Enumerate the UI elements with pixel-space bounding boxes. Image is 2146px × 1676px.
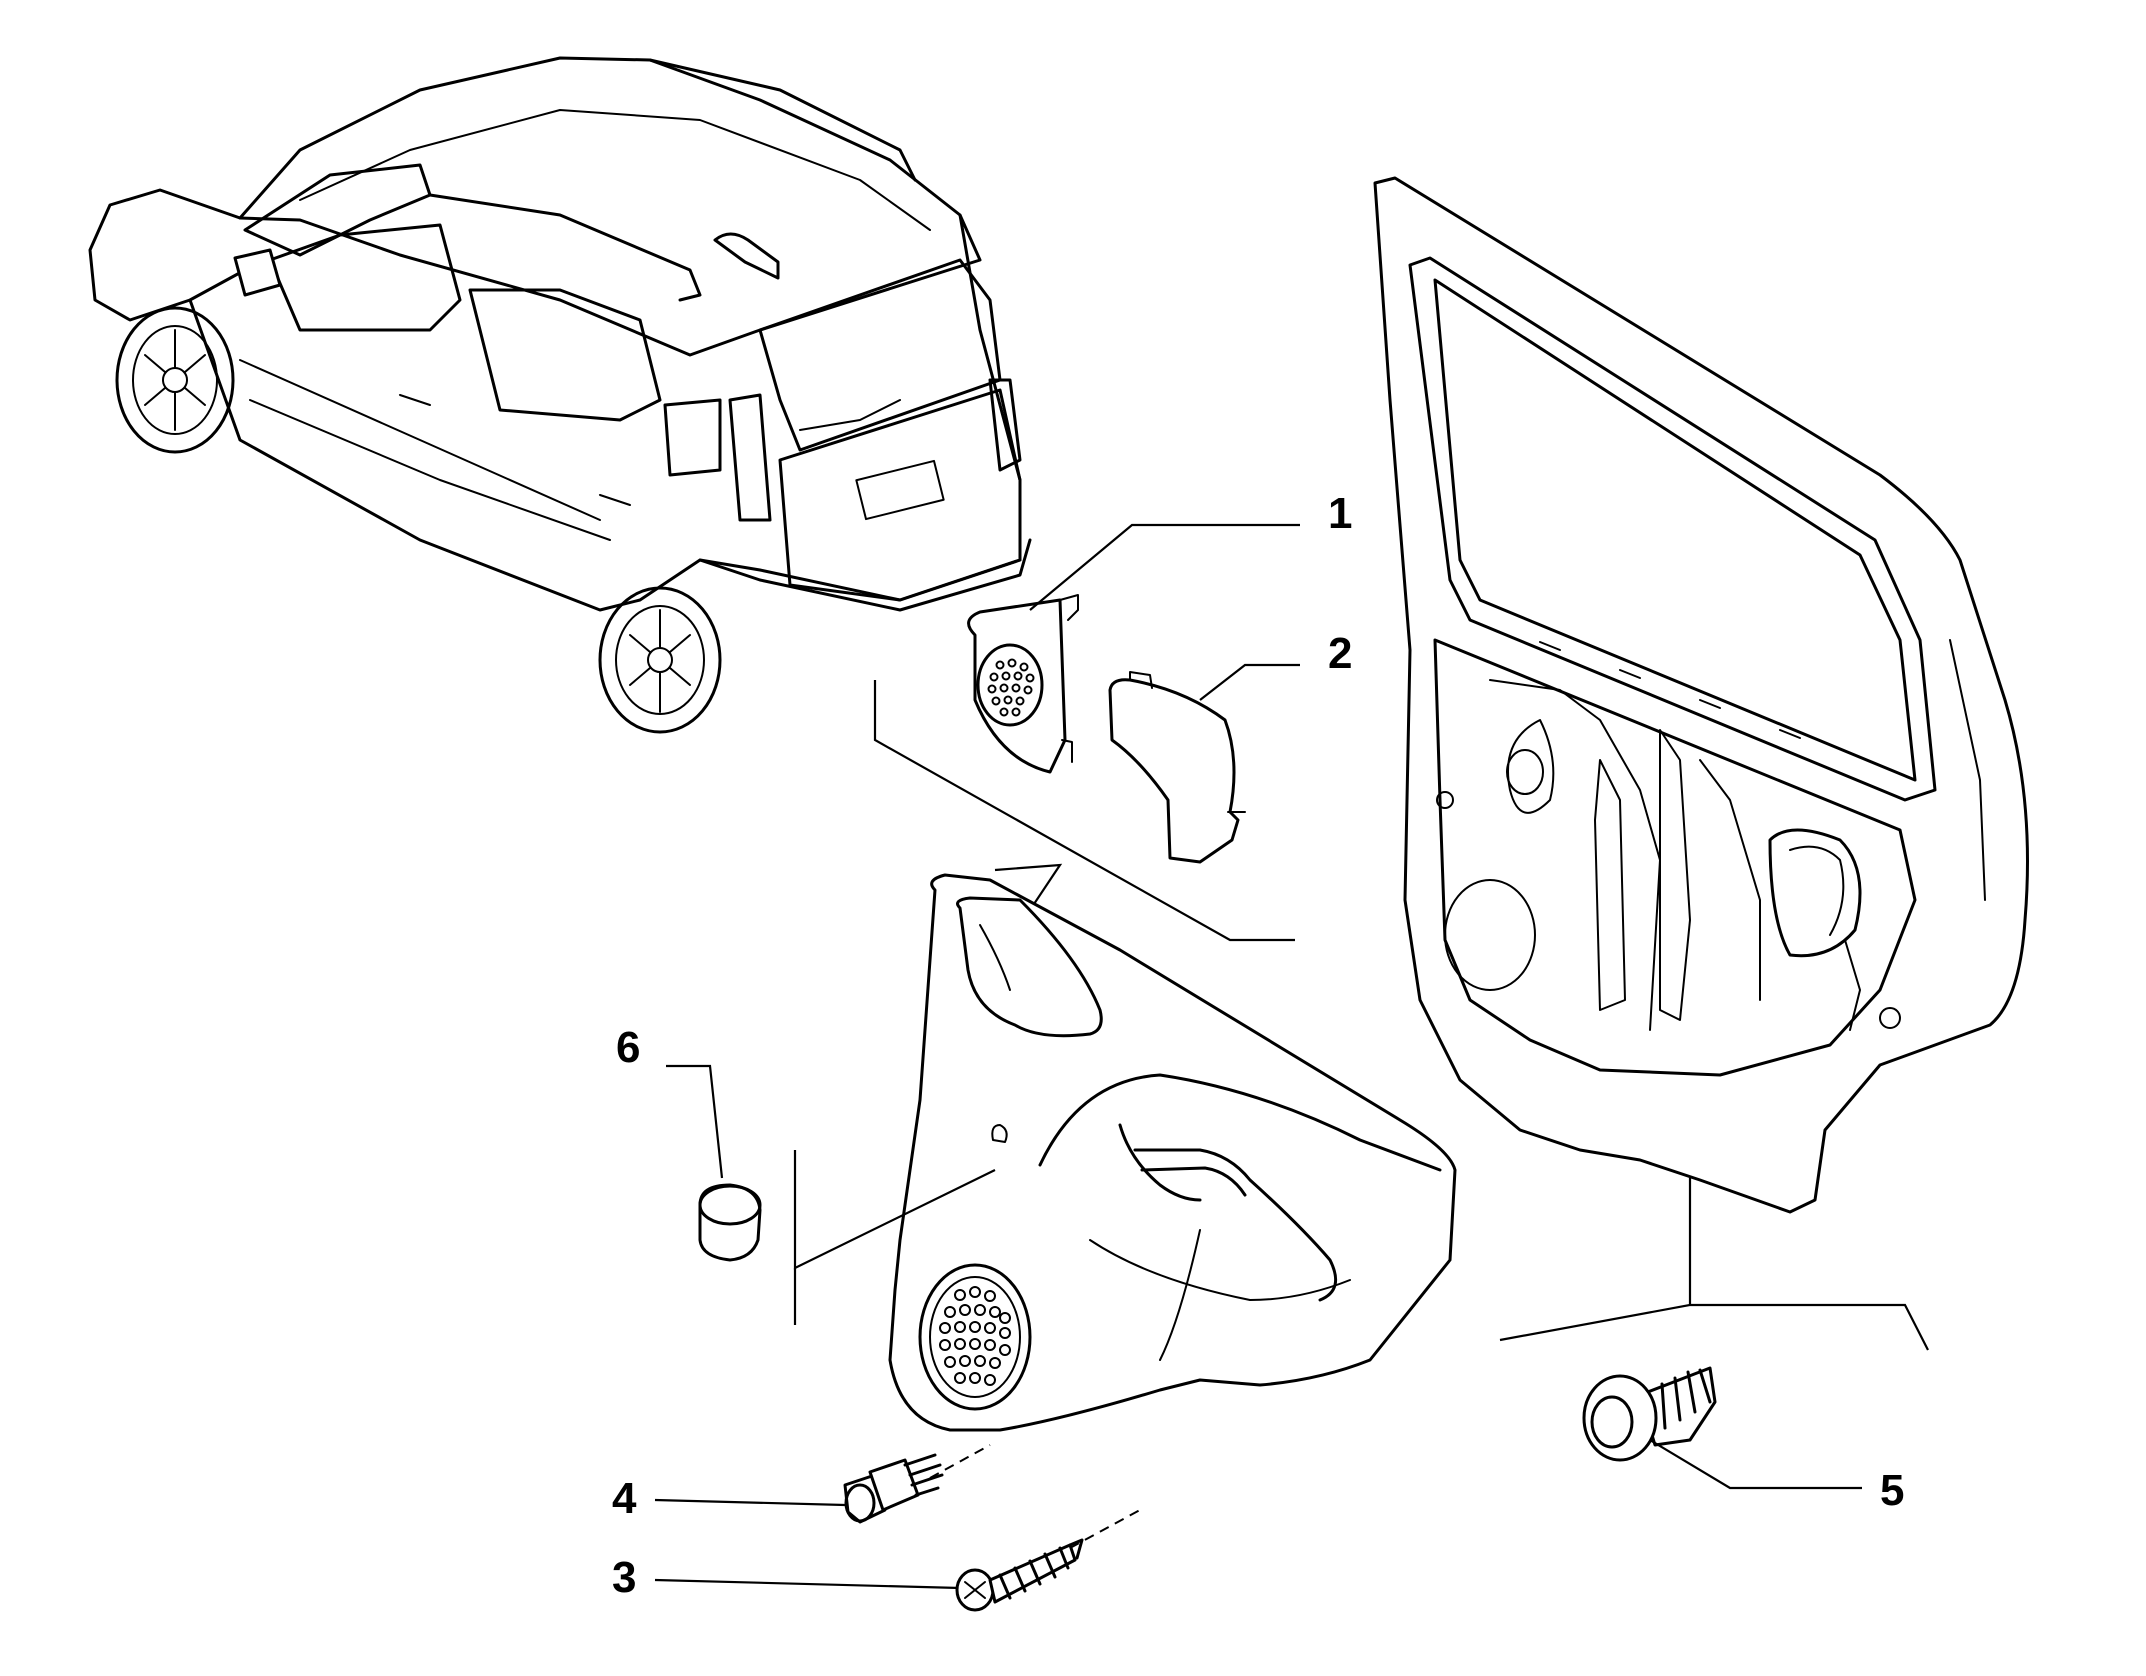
callout-1: 1 (1328, 489, 1352, 538)
callout-5: 5 (1880, 1466, 1904, 1515)
door-trim-panel (888, 873, 1457, 1432)
part-1-speaker-grille (967, 594, 1079, 774)
car-illustration (88, 56, 1032, 734)
callout-3: 3 (612, 1553, 636, 1602)
part-5-clip (1499, 1178, 1929, 1490)
door-shell (1373, 176, 2029, 1214)
callout-6: 6 (616, 1023, 640, 1072)
callout-2: 2 (1328, 629, 1352, 678)
part-3-screw (654, 1509, 1141, 1612)
part-6-plug (666, 1064, 996, 1325)
leaders-1-2 (1029, 523, 1300, 701)
callout-4: 4 (612, 1474, 637, 1523)
part-4-bolt (654, 1444, 991, 1524)
part-2-panel-seal (1108, 671, 1246, 864)
